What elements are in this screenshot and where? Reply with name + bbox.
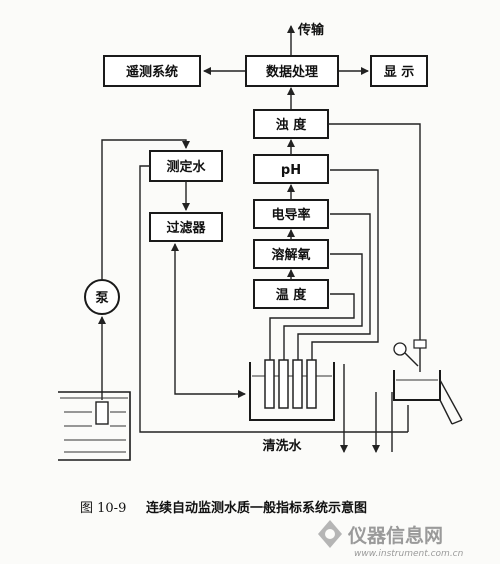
overflow-spout-tip: [451, 419, 463, 425]
display-label: 显 示: [384, 65, 415, 80]
ph-box: [253, 154, 329, 184]
telemetry-label: 遥测系统: [126, 64, 178, 80]
figure-title: 连续自动监测水质一般指标系统示意图: [146, 500, 367, 516]
flush-water-left-line: [139, 165, 408, 433]
watermark-url: www.instrument.com.cn: [354, 549, 464, 559]
data-processing-label: 数据处理: [266, 64, 318, 80]
temperature-box: [253, 279, 329, 309]
data-processing-box: [245, 55, 339, 87]
turbidity-to-tank-line: [328, 123, 421, 340]
turbidity-label: 浊 度: [276, 117, 308, 133]
probe-4-signal: [311, 169, 379, 360]
probe-1-signal: [269, 293, 355, 360]
overflow-spout-bottom: [439, 399, 453, 425]
dissolved-oxygen-box: [253, 239, 329, 269]
display-box: [370, 55, 428, 87]
measurement-tank: [249, 362, 335, 421]
ph-label: pH: [281, 163, 301, 178]
transmit-label: 传输: [297, 22, 325, 38]
probe-1: [264, 359, 275, 409]
watermark-brand: 仪器信息网: [347, 524, 443, 547]
figure-number: 图 10-9: [80, 501, 126, 516]
float-valve-icon: [393, 342, 407, 356]
pump-label: 泵: [95, 291, 108, 306]
watermark-logo-center: [325, 529, 335, 539]
float-valve-arm: [404, 352, 419, 367]
measured-water-label: 测定水: [166, 159, 206, 175]
turbidity-box: [253, 109, 329, 139]
probe-3: [292, 359, 303, 409]
probe-2: [278, 359, 289, 409]
temperature-label: 温 度: [276, 287, 308, 303]
probe-3-signal: [297, 213, 371, 360]
conductivity-label: 电导率: [271, 207, 310, 223]
overflow-tank: [393, 370, 441, 401]
probe-2-signal: [283, 253, 363, 360]
filter-label: 过滤器: [166, 220, 206, 236]
turbidity-sensor-head: [413, 339, 427, 349]
probe-4: [306, 359, 317, 409]
watermark: 仪器信息网 www.instrument.com.cn: [318, 520, 464, 559]
pump-to-measured-water: [101, 139, 190, 280]
return-to-filter-line: [171, 243, 213, 395]
intake-filter: [95, 401, 109, 425]
dissolved-oxygen-label: 溶解氧: [271, 247, 310, 263]
filter-box: [149, 212, 223, 242]
overflow-spout-top: [439, 379, 463, 421]
source-water-body: [58, 391, 131, 461]
telemetry-box: [103, 55, 201, 87]
flush-water-label: 清洗水: [262, 438, 302, 454]
